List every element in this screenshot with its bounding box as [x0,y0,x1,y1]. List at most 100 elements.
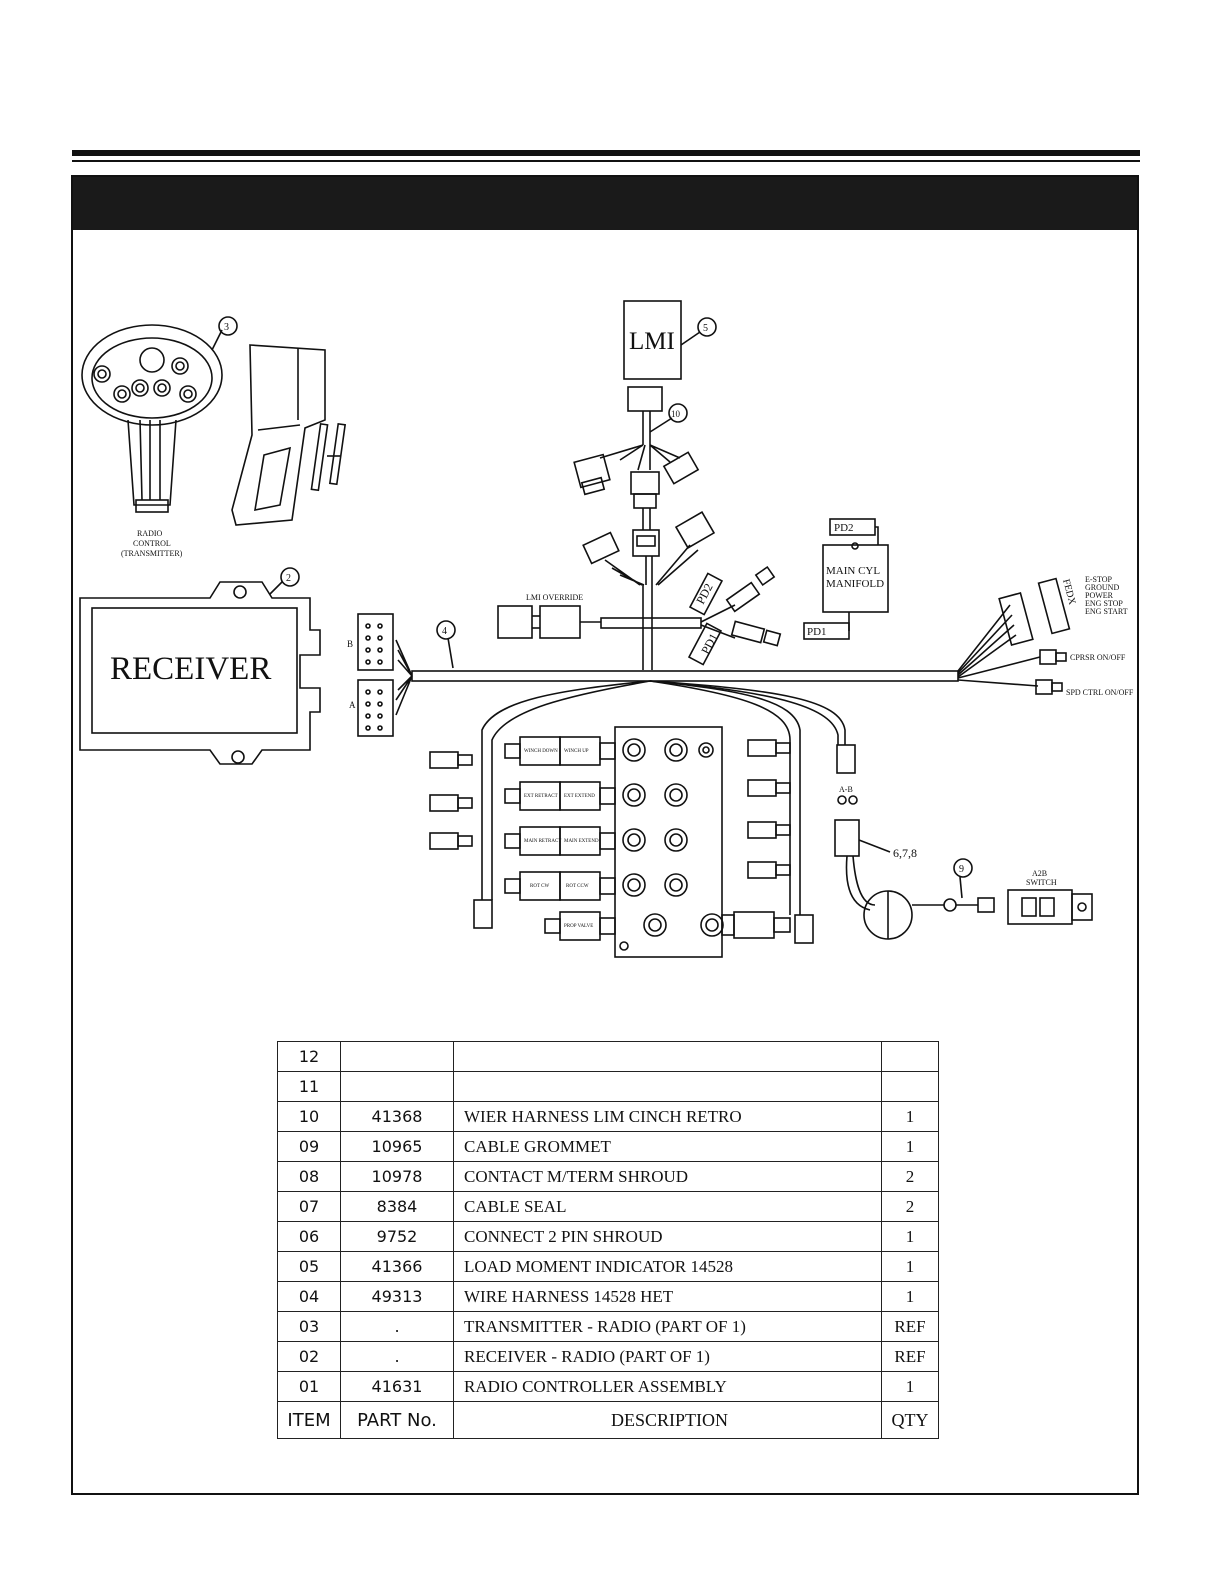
right-side-connectors [957,577,1071,695]
plug-b [357,613,394,671]
callout-3-circle [218,316,238,336]
header-qty: QTY [881,1401,939,1439]
diagram-labels: RECEIVER LMI 3 2 5 10 4 9 6,7,8 RADIO CO… [110,322,1134,929]
description-cell: LOAD MOMENT INDICATOR 14528 [453,1251,882,1282]
lmi-override-label: LMI OVERRIDE [526,593,583,602]
description-cell: WIER HARNESS LIM CINCH RETRO [453,1101,882,1132]
pd1-manifold-label: PD1 [807,626,827,638]
valve-winch-up: WINCH UP [564,749,589,754]
item-cell: 10 [277,1101,341,1132]
header-description: DESCRIPTION [453,1401,882,1439]
valve-main-extend: MAIN EXTEND [564,839,599,844]
item-cell: 08 [277,1161,341,1192]
part-no-cell [340,1041,454,1072]
lmi-label: LMI [629,328,675,355]
ab-label: A-B [839,785,853,794]
estop-line-3: POWER [1085,591,1114,600]
receiver-label: RECEIVER [110,651,271,687]
callout-4: 4 [442,626,447,637]
qty-cell: 1 [881,1101,939,1132]
transmitter-drawing [81,316,238,513]
valve-bank [504,726,791,958]
qty-cell [881,1041,939,1072]
part-no-cell: 41631 [340,1371,454,1402]
part-no-cell: 41366 [340,1251,454,1282]
a2b-label-1: A2B [1032,869,1047,878]
valve-ext-retract: EXT RETRACT [524,794,558,799]
table-row: 12 [277,1041,939,1072]
receiver-drawing [79,567,321,765]
transmitter-caption-2: CONTROL [133,539,171,548]
item-cell: 01 [277,1371,341,1402]
transmitter-caption-1: RADIO [137,529,163,538]
part-no-cell: 10965 [340,1131,454,1162]
part-no-cell: . [340,1311,454,1342]
item-cell: 05 [277,1251,341,1282]
transmitter-side-view [231,344,347,526]
valve-harness [473,680,856,944]
part-no-cell [340,1071,454,1102]
callout-5: 5 [703,323,708,334]
item-cell: 06 [277,1221,341,1252]
qty-cell: 1 [881,1281,939,1312]
item-cell: 09 [277,1131,341,1162]
item-cell: 03 [277,1311,341,1342]
description-cell [453,1041,882,1072]
valve-prop: PROP VALVE [564,924,593,929]
table-row: 02.RECEIVER - RADIO (PART OF 1)REF [277,1341,939,1372]
qty-cell: 1 [881,1251,939,1282]
description-cell [453,1071,882,1102]
top-rule-thin [72,160,1140,162]
header-item: ITEM [277,1401,341,1439]
table-row: 03.TRANSMITTER - RADIO (PART OF 1)REF [277,1311,939,1342]
qty-cell: REF [881,1311,939,1342]
part-no-cell: 10978 [340,1161,454,1192]
figure-frame [71,175,1139,1495]
part-no-cell: . [340,1341,454,1372]
top-rule-thick [72,150,1140,156]
estop-line-2: GROUND [1085,583,1119,592]
part-no-cell: 8384 [340,1191,454,1222]
a2b-assembly [834,795,1093,940]
description-cell: CABLE GROMMET [453,1131,882,1162]
callout-9: 9 [959,864,964,875]
valve-ext-extend: EXT EXTEND [564,794,595,799]
callout-2-circle [280,567,300,587]
item-cell: 07 [277,1191,341,1222]
callout-3: 3 [224,322,229,333]
pd2-connector-label: PD2 [693,581,715,606]
item-cell: 02 [277,1341,341,1372]
upper-connectors [573,451,716,670]
parts-list-header: ITEM PART No. DESCRIPTION QTY [277,1401,939,1439]
table-row: 11 [277,1071,939,1102]
cprsr-label: CPRSR ON/OFF [1070,653,1126,662]
description-cell: RADIO CONTROLLER ASSEMBLY [453,1371,882,1402]
qty-cell: 1 [881,1221,939,1252]
callout-678: 6,7,8 [893,846,917,860]
manifold-label-2: MANIFOLD [826,578,884,590]
estop-line-1: E-STOP [1085,575,1113,584]
header-part-no: PART No. [340,1401,454,1439]
qty-cell [881,1071,939,1102]
a2b-label-2: SWITCH [1026,878,1057,887]
callout-9-circle [953,858,973,878]
estop-line-4: ENG STOP [1085,599,1123,608]
lmi-box [599,300,717,471]
qty-cell: 1 [881,1371,939,1402]
valve-rot-ccw: ROT CCW [566,884,589,889]
valve-winch-down: WINCH DOWN [524,749,558,754]
title-band [73,177,1137,230]
pd2-manifold-label: PD2 [834,522,854,534]
description-cell: CABLE SEAL [453,1191,882,1222]
plug-a-label: A [349,700,356,710]
callout-5-circle [697,317,717,337]
manifold-label-1: MAIN CYL [826,565,880,577]
plug-b-label: B [347,639,353,649]
